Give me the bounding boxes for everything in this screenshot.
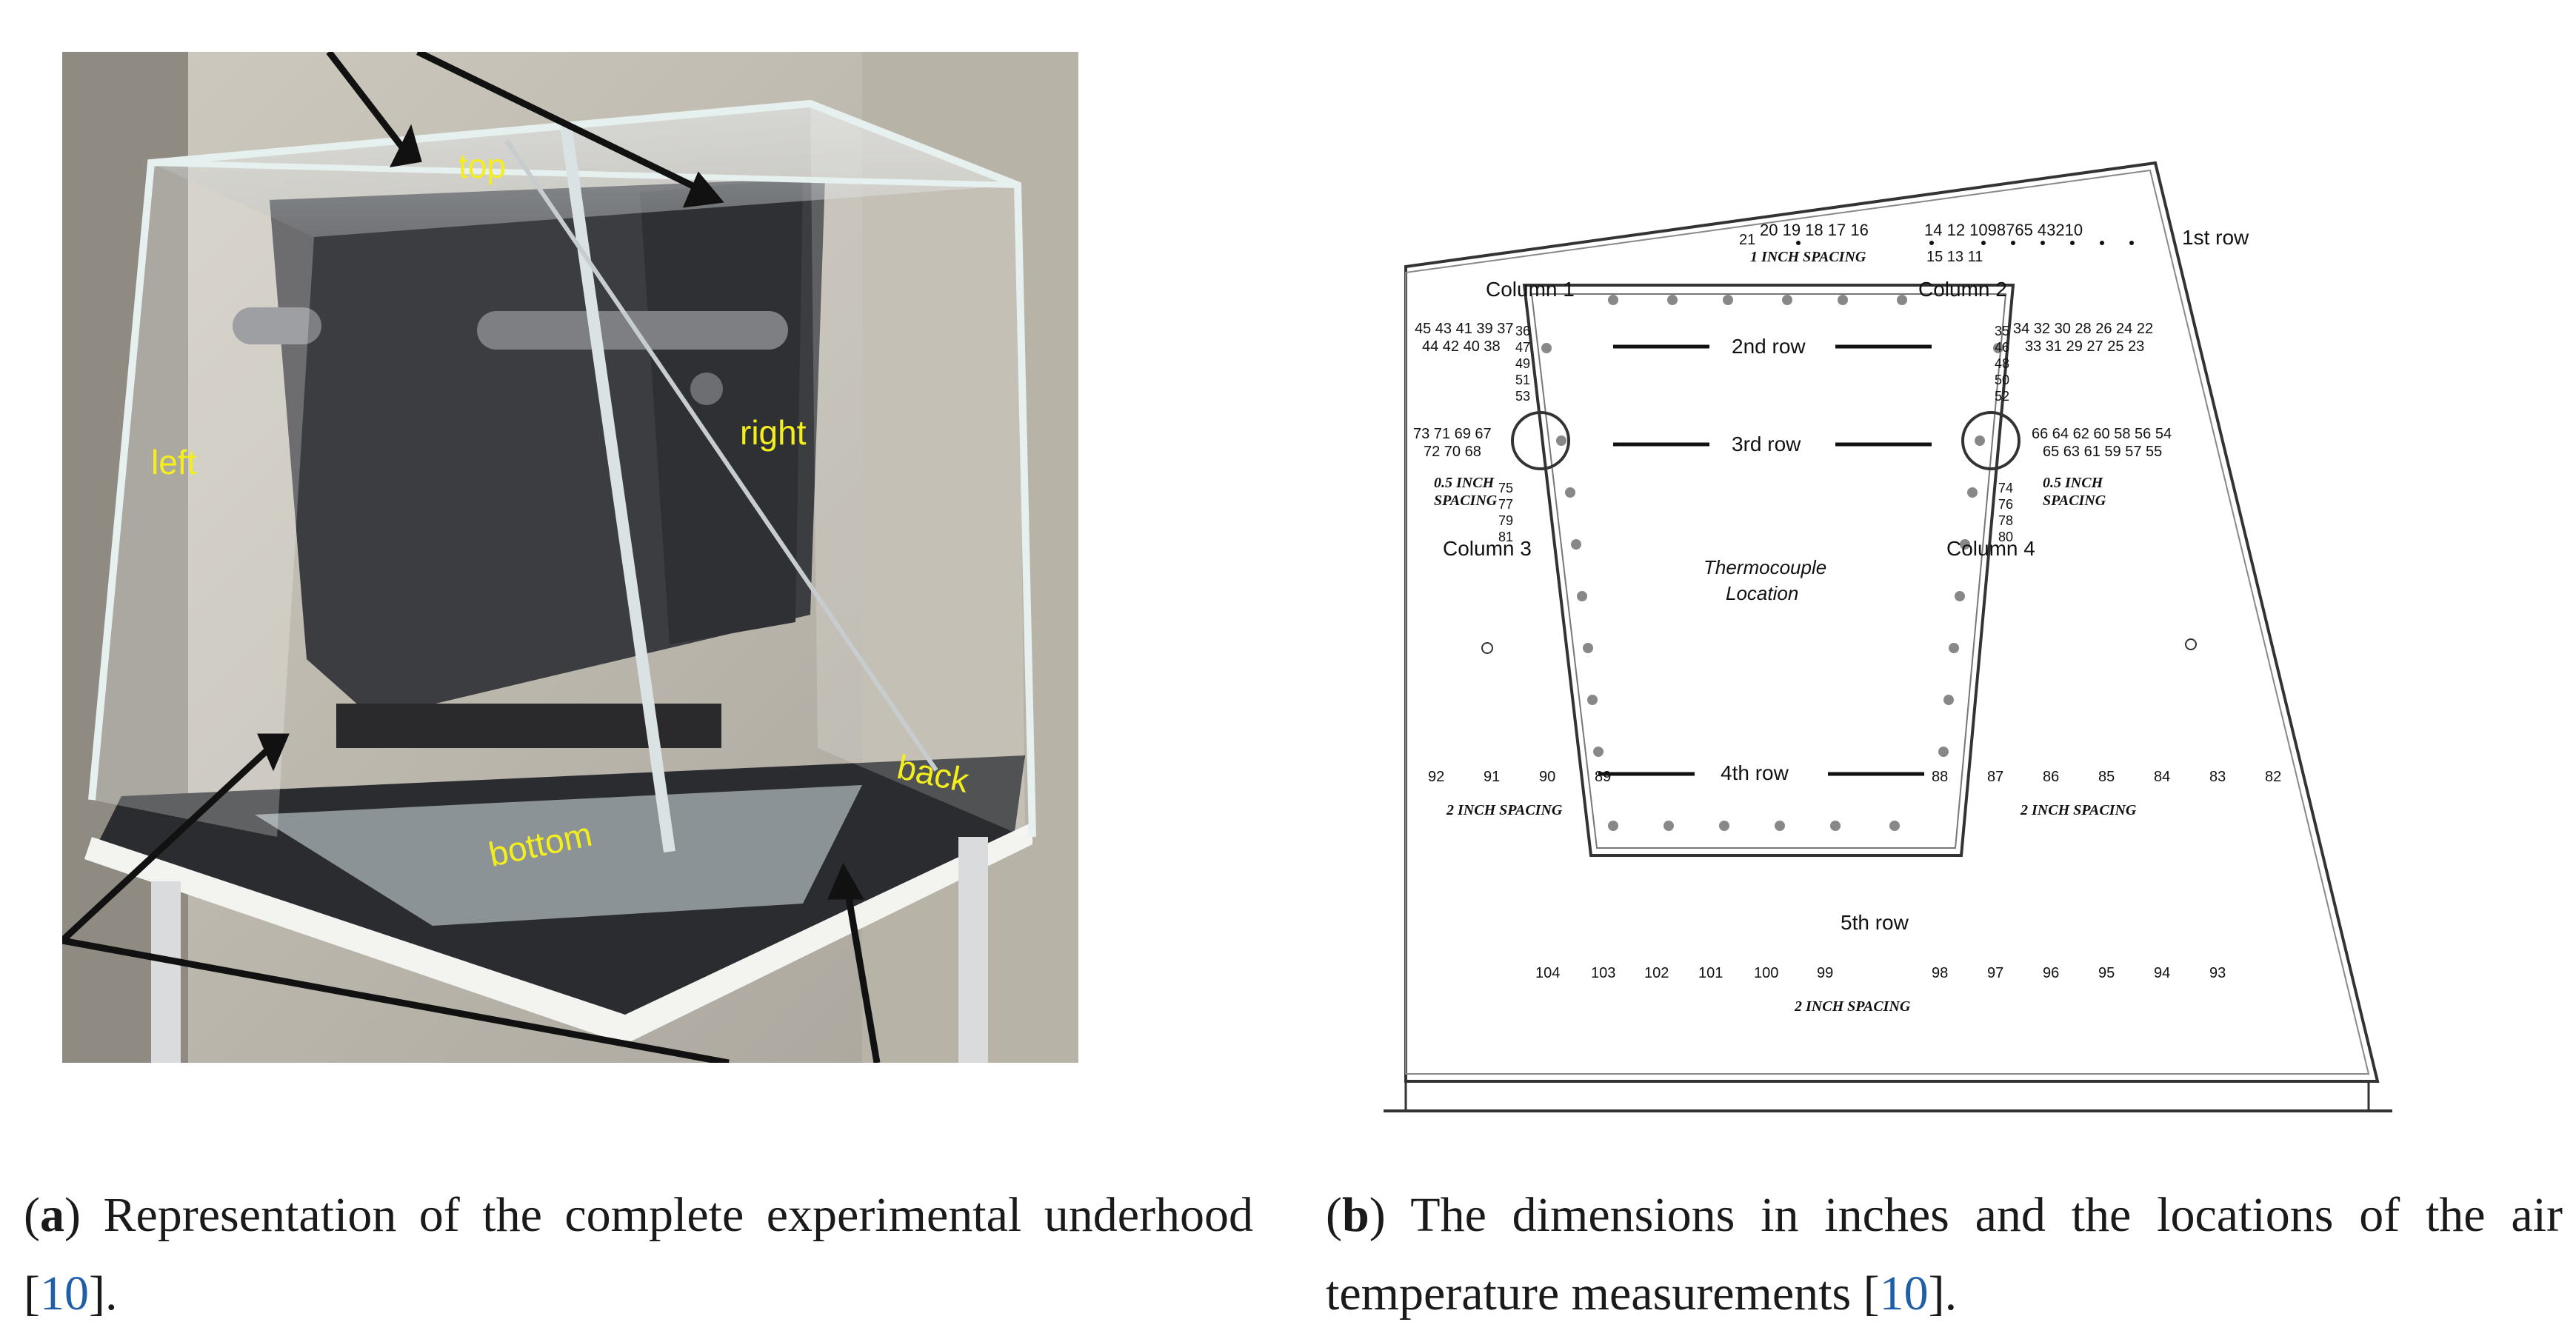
r4-left-3: 89 [1595,769,1611,785]
first-row-lower: 15 13 11 [1926,249,1983,265]
column-2-label: Column 2 [1918,278,2007,301]
right-b-top: 66 64 62 60 58 56 54 [2032,426,2172,442]
r5-5: 99 [1817,965,1833,981]
left-vertical-a: 36 47 49 51 53 [1515,324,1530,404]
r4-right-4: 84 [2154,769,2170,785]
left-spacing-2: SPACING [1434,493,1498,509]
r5-4: 100 [1754,965,1778,981]
right-a-top: 34 32 30 28 26 24 22 [2013,321,2153,337]
right-b-bottom: 65 63 61 59 57 55 [2043,444,2162,460]
caption-a: (a) Representation of the complete exper… [24,1188,1253,1321]
caption-a-text: ) Representation of the complete experim… [24,1188,1253,1321]
first-row-upper-left: 20 19 18 17 16 [1760,221,1869,239]
r5-8: 96 [2043,965,2059,981]
left-va-2: 49 [1515,356,1530,371]
row-4-label: 4th row [1721,761,1789,784]
right-spacing-2: SPACING [2043,493,2106,509]
location-label: Location [1726,582,1798,604]
right-vb-3: 80 [1998,530,2013,544]
right-vb-0: 74 [1998,481,2013,495]
r4-left-1: 91 [1484,769,1500,785]
label-left: left [151,443,197,481]
r4-right-1: 87 [1987,769,2003,785]
r5-1: 103 [1591,965,1615,981]
r4-left-2: 90 [1539,769,1555,785]
left-va-1: 47 [1515,340,1530,355]
r5-9: 95 [2098,965,2115,981]
caption-a-ref-link[interactable]: 10 [39,1266,89,1321]
right-va-0: 35 [1995,324,2009,338]
right-vertical-a: 35 46 48 50 52 [1995,324,2009,404]
row-3-label: 3rd row [1732,433,1801,455]
right-a-bottom: 33 31 29 27 25 23 [2025,338,2144,355]
r5-11: 93 [2209,965,2226,981]
fourth-spacing-right: 2 INCH SPACING [2020,802,2137,818]
right-va-4: 52 [1995,389,2009,404]
first-row-21: 21 [1739,232,1755,248]
caption-a-end: ]. [88,1266,118,1321]
fourth-row-right-numbers: 88 87 86 85 84 83 82 [1932,769,2281,785]
right-va-1: 46 [1995,340,2009,355]
caption-a-label: a [39,1188,64,1242]
first-row-upper-right: 14 12 1098765 43210 [1924,221,2083,239]
left-a-bottom: 44 42 40 38 [1422,338,1501,355]
right-spacing-1: 0.5 INCH [2043,475,2104,491]
r5-6: 98 [1932,965,1948,981]
r4-right-5: 83 [2209,769,2226,785]
underhood-photo: top left right back bottom [62,52,1078,1063]
caption-b-text: ) The dimensions in inches and the locat… [1326,1188,2563,1321]
column-3-label: Column 3 [1443,537,1532,560]
r5-10: 94 [2154,965,2170,981]
thermocouple-label: Thermocouple [1704,556,1826,578]
r4-right-0: 88 [1932,769,1948,785]
left-va-0: 36 [1515,324,1530,338]
caption-b-end: ]. [1928,1266,1958,1321]
left-va-3: 51 [1515,373,1530,387]
left-spacing-1: 0.5 INCH [1434,475,1495,491]
right-va-2: 48 [1995,356,2009,371]
right-vertical-b: 74 76 78 80 [1998,481,2013,544]
r4-right-3: 85 [2098,769,2115,785]
left-vb-2: 79 [1498,513,1513,528]
left-vertical-b: 75 77 79 81 [1498,481,1513,544]
caption-b: (b) The dimensions in inches and the loc… [1326,1188,2563,1321]
thermocouple-diagram: 1st row 21 20 19 18 17 16 14 12 1098765 … [1384,161,2392,1112]
fourth-row-left-numbers: 92 91 90 89 [1428,769,1611,785]
left-b-bottom: 72 70 68 [1424,444,1481,460]
r4-left-0: 92 [1428,769,1444,785]
row-2-label: 2nd row [1732,335,1806,358]
r5-7: 97 [1987,965,2003,981]
label-right: right [740,413,807,452]
column-4-label: Column 4 [1946,537,2035,560]
r4-right-2: 86 [2043,769,2059,785]
column-1-label: Column 1 [1486,278,1575,301]
first-row-label: 1st row [2182,226,2249,249]
fourth-spacing-left: 2 INCH SPACING [1446,802,1563,818]
caption-b-ref-link[interactable]: 10 [1879,1266,1929,1321]
r5-2: 102 [1644,965,1669,981]
caption-b-label: b [1341,1188,1369,1242]
row-5-label: 5th row [1841,911,1909,934]
label-top: top [458,147,506,185]
fifth-row-numbers: 104 103 102 101 100 99 98 97 96 95 94 93 [1535,965,2226,981]
r4-right-6: 82 [2265,769,2281,785]
left-va-4: 53 [1515,389,1530,404]
r5-3: 101 [1698,965,1723,981]
right-va-3: 50 [1995,373,2009,387]
left-b-top: 73 71 69 67 [1413,426,1492,442]
first-row-spacing: 1 INCH SPACING [1750,249,1866,265]
fifth-spacing: 2 INCH SPACING [1794,998,1911,1015]
left-vb-0: 75 [1498,481,1513,495]
left-a-top: 45 43 41 39 37 [1415,321,1513,337]
right-vb-2: 78 [1998,513,2013,528]
left-vb-1: 77 [1498,497,1513,512]
r5-0: 104 [1535,965,1560,981]
left-vb-3: 81 [1498,530,1513,544]
right-vb-1: 76 [1998,497,2013,512]
